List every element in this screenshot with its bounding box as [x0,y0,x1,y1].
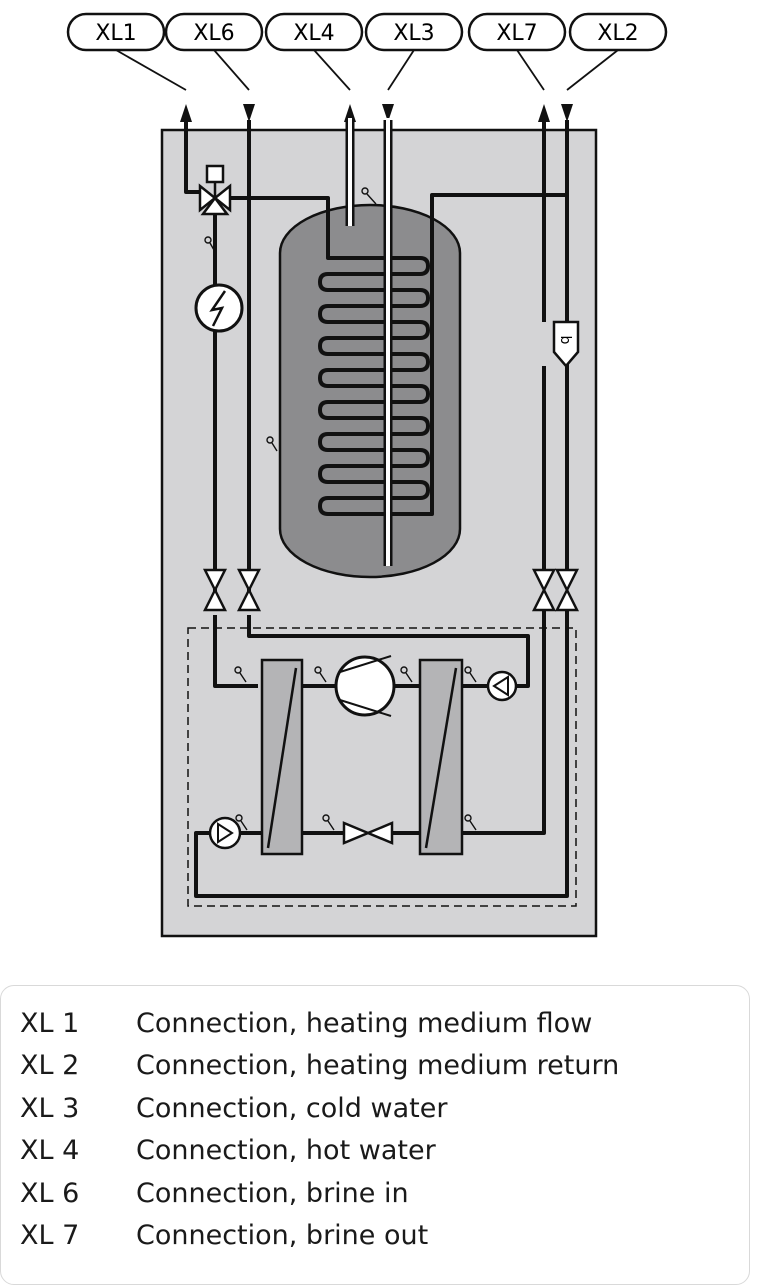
tag-label: XL7 [496,21,537,46]
legend-code: XL 6 [20,1178,80,1209]
sensor-icon [204,236,215,251]
legend-row: XL 7 Connection, brine out [20,1220,428,1251]
connection-tag-xl1: XL1 [66,12,166,52]
cooling-module-boundary [187,627,577,907]
legend-code: XL 3 [20,1093,80,1124]
sensor-icon [314,666,327,683]
evaporator [418,658,464,856]
pipework [184,118,569,898]
svg-text:b: b [557,336,573,345]
xl6-inflow-arrow [243,104,255,122]
three-way-valve [198,164,232,216]
legend-code: XL 2 [20,1050,80,1081]
sensor-icon [235,814,248,831]
legend-text: Connection, hot water [136,1135,436,1166]
sensor-icon [464,814,477,831]
tag-label: XL1 [95,21,136,46]
connection-tag-xl7: XL7 [467,12,567,52]
connection-tag-xl3: XL3 [364,12,464,52]
legend-row: XL 4 Connection, hot water [20,1135,436,1166]
sensor-icon [464,666,477,683]
legend-text: Connection, cold water [136,1093,448,1124]
xl4-outflow-arrow [344,104,356,122]
brine-pump-icon [486,670,518,702]
tag-label: XL6 [193,21,234,46]
xl7-outflow-arrow [538,104,550,122]
heating-pump-icon [208,816,242,850]
legend-text: Connection, heating medium return [136,1050,620,1081]
legend-code: XL 4 [20,1135,80,1166]
tag-label: XL3 [393,21,434,46]
legend-text: Connection, heating medium flow [136,1008,593,1039]
port-arrows [180,104,573,122]
shutoff-valves [202,568,580,612]
xl2-inflow-arrow [561,104,573,122]
xl1-outflow-arrow [180,104,192,122]
legend-code: XL 7 [20,1220,80,1251]
filter-icon: b [552,320,580,368]
sensor-icon [266,436,278,452]
sensor-icon [322,814,335,831]
condenser [260,658,304,856]
legend-row: XL 3 Connection, cold water [20,1093,447,1124]
sensor-icon [400,666,413,683]
xl3-inflow-arrow [382,104,394,122]
leader-lines [115,49,619,91]
connection-tag-xl2: XL2 [568,12,668,52]
legend-row: XL 1 Connection, heating medium flow [20,1008,592,1039]
tag-label: XL2 [597,21,638,46]
legend-text: Connection, brine out [136,1220,429,1251]
immersion-heater-icon [194,283,244,333]
legend-row: XL 2 Connection, heating medium return [20,1050,619,1081]
connection-tag-xl4: XL4 [264,12,364,52]
sensor-icon [361,187,377,205]
compressor-icon [334,655,396,717]
expansion-valve [342,821,394,845]
legend-row: XL 6 Connection, brine in [20,1178,409,1209]
sensor-icon [234,666,247,683]
temperature-sensors [204,187,477,831]
tag-label: XL4 [293,21,334,46]
connection-tag-xl6: XL6 [164,12,264,52]
legend-text: Connection, brine in [136,1178,409,1209]
heat-pump-schematic: XL1 XL6 XL4 XL3 XL7 XL2 [66,12,668,938]
legend-code: XL 1 [20,1008,80,1039]
